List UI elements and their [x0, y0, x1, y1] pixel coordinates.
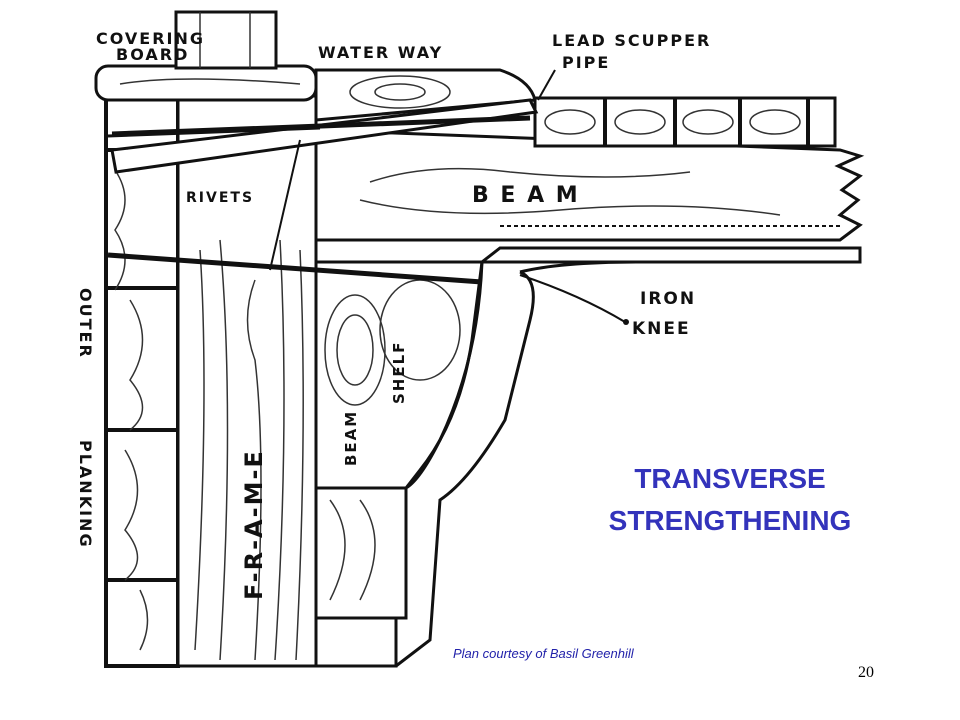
label-water-way: WATER WAY — [318, 43, 443, 62]
label-planking: PLANKING — [76, 440, 95, 549]
label-beam-shelf-shelf: SHELF — [390, 341, 408, 404]
slide-title-line1: TRANSVERSE — [634, 463, 826, 494]
beam-timber — [314, 128, 865, 242]
label-outer: OUTER — [76, 288, 95, 359]
label-beam: B E A M — [472, 183, 580, 208]
scupper-pipe — [110, 98, 539, 174]
label-knee: KNEE — [632, 319, 691, 339]
deck-planks — [533, 96, 837, 148]
label-frame: F-R-A-M-E — [240, 449, 268, 600]
label-covering-board-line2: BOARD — [116, 45, 189, 64]
page-number: 20 — [858, 664, 874, 681]
frame-timber — [176, 94, 318, 668]
outer-planking — [104, 94, 180, 668]
iron-knee — [395, 246, 862, 668]
label-covering-board-line1: COVERING — [96, 29, 205, 48]
label-beam-shelf-beam: BEAM — [342, 410, 360, 466]
beam-shelf — [314, 260, 484, 668]
label-rivets: RIVETS — [186, 190, 254, 206]
image-credit: Plan courtesy of Basil Greenhill — [453, 646, 634, 661]
label-lead-scupper-pipe: PIPE — [562, 53, 610, 72]
leader-lines — [269, 69, 629, 325]
stanchion — [174, 10, 278, 70]
slide-title-line2: STRENGTHENING — [608, 505, 852, 536]
covering-board — [94, 64, 318, 102]
rivet-lines — [107, 126, 483, 285]
label-iron: IRON — [640, 289, 696, 309]
label-lead-scupper: LEAD SCUPPER — [552, 31, 711, 50]
